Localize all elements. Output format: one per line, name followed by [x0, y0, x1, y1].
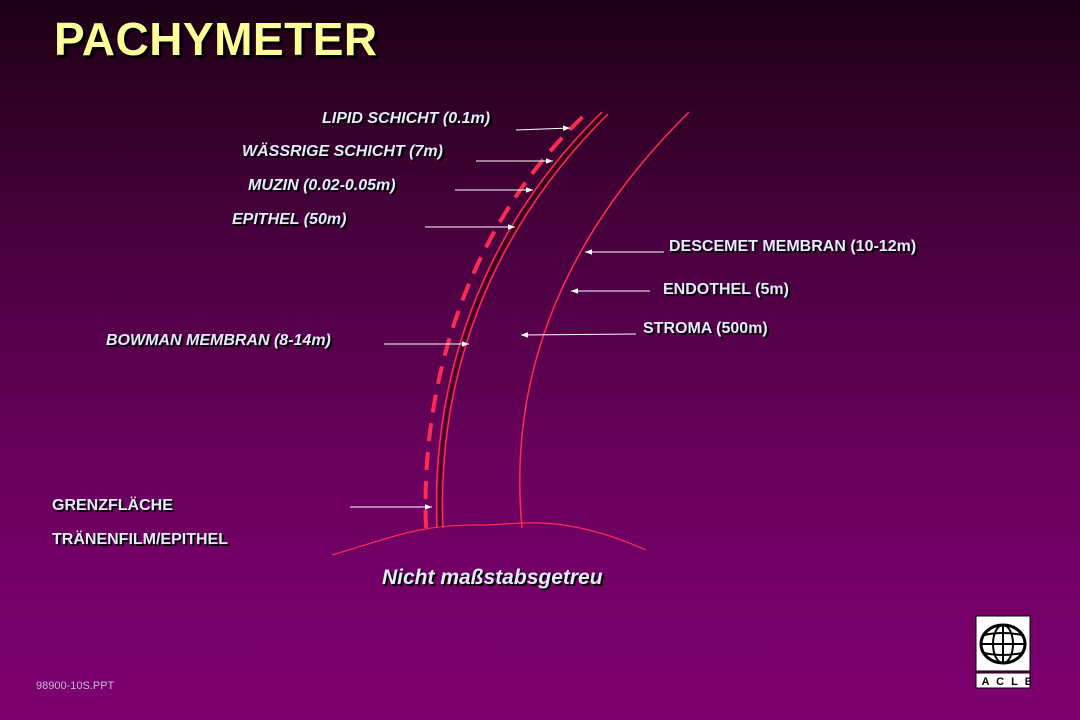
- label-muzin: MUZIN (0.02-0.05m): [248, 177, 396, 194]
- ground-curve: [331, 522, 647, 556]
- page-title: PACHYMETER: [54, 13, 378, 65]
- scale-note: Nicht maßstabsgetreu: [382, 566, 603, 589]
- label-waessrige: WÄSSRIGE SCHICHT (7m): [242, 143, 443, 160]
- bowman-line: [438, 112, 606, 529]
- footer-filename: 98900-10S.PPT: [36, 680, 115, 692]
- label-grenzflaeche-line2: TRÄNENFILM/EPITHEL: [52, 531, 228, 548]
- lipid-arrow: [515, 125, 571, 132]
- logo-text: I A C L E: [975, 676, 1031, 688]
- label-endothel: ENDOTHEL (5m): [663, 281, 789, 298]
- label-descemet: DESCEMET MEMBRAN (10-12m): [669, 238, 917, 255]
- label-lipid: LIPID SCHICHT (0.1m): [322, 110, 491, 127]
- globe-logo-icon: I A C L E: [975, 615, 1031, 689]
- label-bowman: BOWMAN MEMBRAN (8-14m): [106, 332, 331, 349]
- epithel-line: [435, 111, 603, 529]
- bowman-outer-line: [441, 113, 609, 529]
- endothel-line: [519, 111, 690, 529]
- tear-film-line: [423, 108, 592, 529]
- stroma-arrow: [520, 332, 637, 338]
- label-grenzflaeche-line1: GRENZFLÄCHE: [52, 497, 173, 514]
- label-stroma: STROMA (500m): [643, 320, 768, 337]
- label-epithel: EPITHEL (50m): [232, 211, 347, 228]
